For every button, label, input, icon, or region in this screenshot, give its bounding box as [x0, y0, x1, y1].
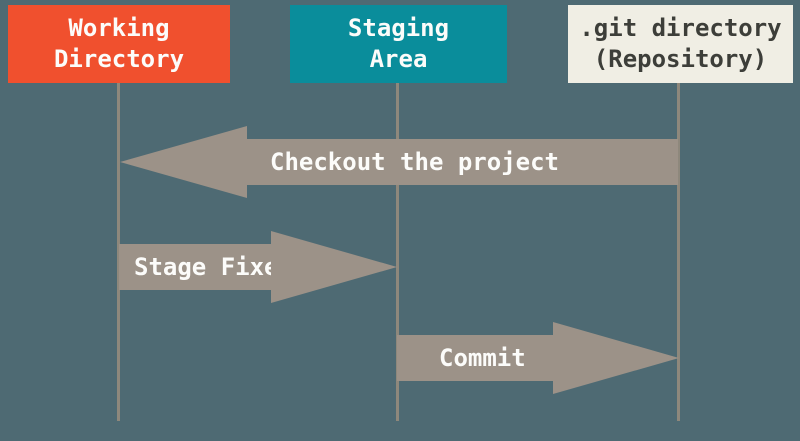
lifeline-git-directory [677, 83, 680, 421]
arrow-label: Commit [439, 344, 526, 372]
arrow-head-right-icon [553, 322, 679, 394]
column-label-line: Directory [53, 45, 185, 73]
lifeline-staging-area [396, 83, 399, 421]
column-box-staging-area: Staging Area [290, 5, 507, 83]
arrow-label: Checkout the project [270, 148, 559, 176]
column-label-line: Working [68, 14, 170, 42]
arrow-label: Stage Fixes [134, 253, 293, 281]
column-label-line: Area [369, 45, 428, 73]
column-label-line: (Repository) [593, 45, 768, 73]
arrow-commit: Commit [397, 335, 553, 381]
arrow-head-right-icon [271, 231, 397, 303]
column-box-git-directory: .git directory (Repository) [568, 5, 793, 83]
column-box-working-directory: Working Directory [8, 5, 230, 83]
arrow-head-left-icon [120, 126, 247, 198]
arrow-checkout: Checkout the project [247, 139, 678, 185]
column-label-line: .git directory [579, 14, 782, 42]
lifeline-working-directory [117, 83, 120, 421]
column-label-line: Staging [347, 14, 450, 42]
arrow-stage-fixes: Stage Fixes [119, 244, 293, 290]
